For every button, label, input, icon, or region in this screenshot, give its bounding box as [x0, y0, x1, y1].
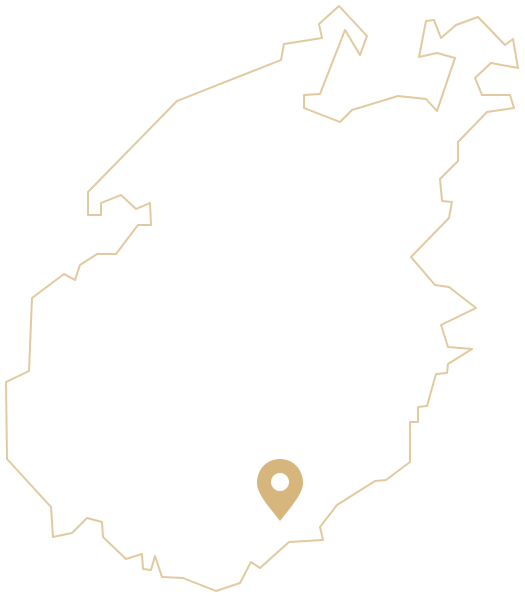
location-pin-hole: [271, 473, 289, 491]
region-outline: [5, 5, 519, 592]
location-pin-icon[interactable]: [257, 459, 303, 521]
